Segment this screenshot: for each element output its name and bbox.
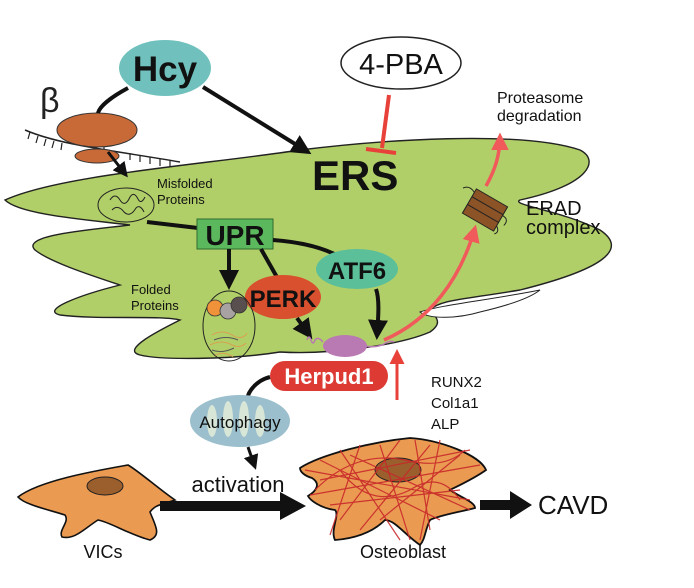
herpud1-to-erad-arrow xyxy=(383,224,480,342)
proteasome-label-2: degradation xyxy=(497,108,582,125)
activation-arrow xyxy=(160,492,306,520)
vic-nucleus-icon xyxy=(86,476,124,496)
cavd-label: CAVD xyxy=(538,490,608,520)
pba-inhibits-ers xyxy=(365,94,397,155)
perk-to-herpud1-arrow xyxy=(292,316,313,340)
marker-col1a1: Col1a1 xyxy=(431,395,479,412)
hcy-node xyxy=(119,40,211,96)
cavd-arrow xyxy=(480,491,532,519)
collagen-fibers-icon xyxy=(304,439,481,541)
ribosome-large-subunit-icon xyxy=(56,112,138,148)
ers-label: ERS xyxy=(312,152,398,199)
upr-node xyxy=(196,218,274,250)
atf6-to-herpud1-arrow xyxy=(368,288,388,340)
osteoblast-cell-icon xyxy=(299,437,488,547)
misfolded-label-1: Misfolded xyxy=(157,176,213,191)
hcy-label: Hcy xyxy=(133,50,198,89)
folded-label-2: Proteins xyxy=(131,298,179,313)
perk-label: PERK xyxy=(250,286,317,313)
erad-label-2: complex xyxy=(526,217,600,239)
pba-label: 4-PBA xyxy=(359,49,443,81)
beta-label: β xyxy=(40,82,60,120)
folded-protein-icon xyxy=(202,290,256,362)
folded-label-1: Folded xyxy=(131,282,171,297)
osteoblast-label: Osteoblast xyxy=(360,542,446,562)
er-notch xyxy=(418,289,541,318)
autophagy-node xyxy=(190,395,290,447)
endoplasmic-reticulum xyxy=(3,137,613,360)
herpud1-node xyxy=(270,361,388,391)
folded-chain-icon xyxy=(206,296,248,358)
herpud1-label: Herpud1 xyxy=(284,364,373,389)
marker-runx2: RUNX2 xyxy=(431,374,482,391)
marker-alp: ALP xyxy=(431,416,459,433)
vic-cell-icon xyxy=(16,464,177,541)
erad-to-proteasome-arrow xyxy=(484,132,509,187)
autophagy-label: Autophagy xyxy=(199,413,281,432)
atf6-label: ATF6 xyxy=(328,258,386,285)
misfolded-protein-icon xyxy=(97,187,155,223)
activation-label: activation xyxy=(192,472,285,497)
misfolded-to-upr-link xyxy=(146,220,199,230)
ribosome-to-misfolded-arrow xyxy=(106,151,128,178)
hcy-to-ers-arrow xyxy=(201,85,312,155)
upr-label: UPR xyxy=(205,220,264,251)
vics-label: VICs xyxy=(83,542,122,562)
herpud1-protein-icon xyxy=(306,335,395,357)
hcy-to-ribosome-link xyxy=(96,86,129,114)
proteasome-label-1: Proteasome xyxy=(497,90,583,107)
atf6-node xyxy=(316,249,398,289)
misfolded-label-2: Proteins xyxy=(157,192,205,207)
upr-to-perk-link xyxy=(259,248,280,280)
autophagy-to-activation-arrow xyxy=(243,446,259,470)
pba-node xyxy=(340,36,462,90)
erad-label-1: ERAD xyxy=(526,198,582,220)
erad-complex-icon xyxy=(461,186,509,235)
misfolded-chain-icon xyxy=(109,193,146,215)
perk-node xyxy=(245,275,321,319)
